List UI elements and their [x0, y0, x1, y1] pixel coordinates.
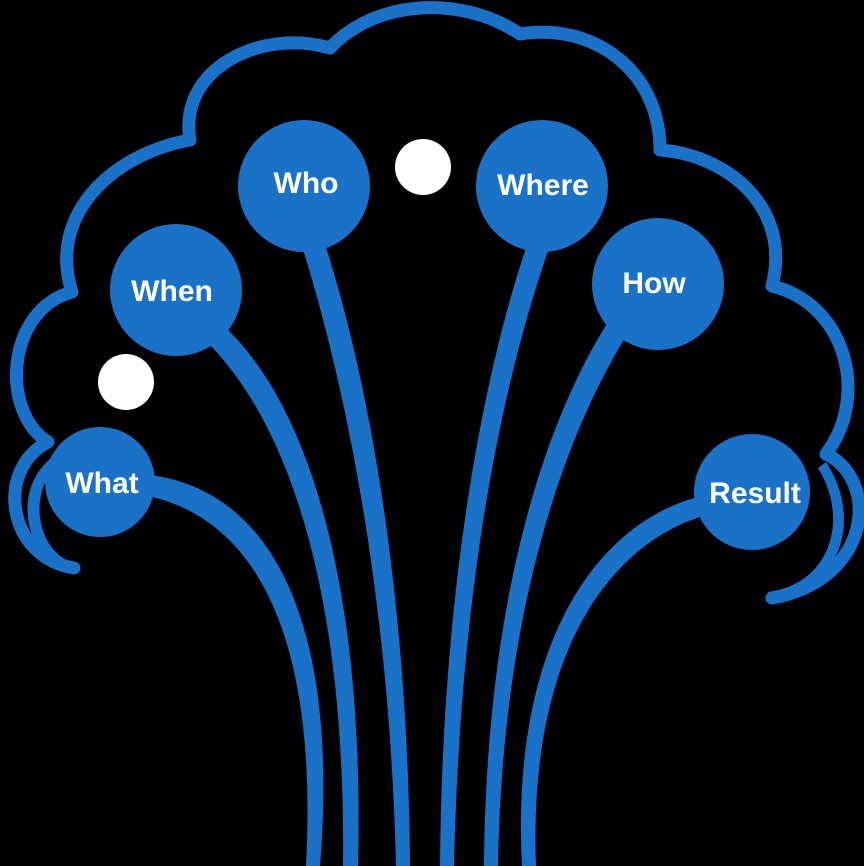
node-who-label: Who: [274, 167, 339, 200]
node-when-circle: [110, 224, 242, 356]
node-result-label: Result: [709, 477, 801, 510]
node-how-label: How: [622, 267, 686, 300]
bubble-top: [395, 139, 451, 195]
branch-curl-left: [27, 452, 76, 572]
branch-result: [520, 496, 710, 866]
node-result-circle: [694, 434, 810, 550]
node-who-circle: [238, 120, 370, 252]
node-where-label: Where: [497, 169, 589, 202]
tree-nodes: [45, 120, 810, 550]
node-how-circle: [592, 218, 724, 350]
branch-when: [210, 330, 359, 866]
tree-branches: [27, 235, 844, 866]
branch-curl-right: [768, 462, 844, 602]
branch-what: [148, 475, 324, 866]
branch-where: [440, 236, 552, 866]
tree-crown-outline: [8, 1, 864, 605]
node-when-label: When: [131, 275, 213, 308]
node-what-circle: [45, 427, 155, 537]
node-what-label: What: [65, 467, 138, 500]
bubble-left: [98, 354, 154, 410]
branch-who: [300, 235, 410, 866]
node-where-circle: [476, 120, 608, 252]
tree-labels: What When Who Where How Result: [65, 167, 801, 510]
branch-how: [484, 322, 630, 866]
